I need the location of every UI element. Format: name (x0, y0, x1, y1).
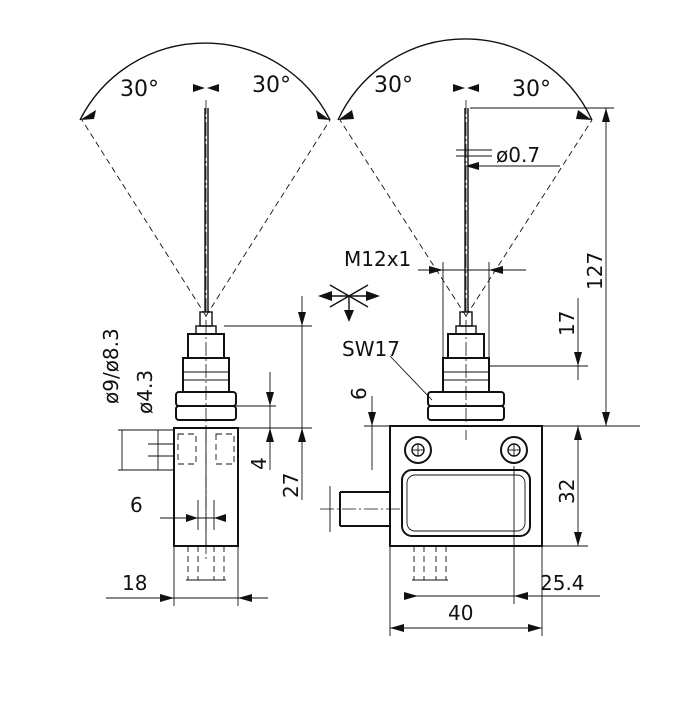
side-height-label: 27 (279, 473, 303, 498)
side-small-label: 4 (247, 457, 271, 470)
angle-label-right-1: 30° (374, 73, 413, 98)
angle-label-right-2: 30° (512, 77, 551, 102)
right-swing-arc (337, 38, 593, 121)
rod-diameter-label: ø0.7 (496, 143, 540, 167)
height-total-label: 127 (583, 252, 607, 290)
angle-label-left-2: 30° (252, 73, 291, 98)
actuator-height-label: 17 (555, 311, 579, 336)
left-side-view (79, 42, 331, 606)
thread-label: M12x1 (344, 247, 411, 271)
wrench-size-label: SW17 (342, 337, 400, 361)
body-height-label: 32 (555, 479, 579, 504)
angle-label-left-1: 30° (120, 77, 159, 102)
right-front-view (318, 38, 640, 636)
nut-gap-label: 6 (347, 387, 371, 400)
body-offset-label: 25.4 (540, 571, 585, 595)
dimension-labels: 30° 30° 30° 30° ø0.7 M12x1 SW17 127 17 3… (99, 73, 607, 625)
left-swing-arc (79, 42, 331, 121)
side-width-label: 18 (122, 571, 147, 595)
body-width-label: 40 (448, 601, 473, 625)
bore-label: ø4.3 (133, 370, 157, 414)
thread-diameters-label: ø9/ø8.3 (99, 328, 123, 404)
side-inner-label: 6 (130, 493, 143, 517)
